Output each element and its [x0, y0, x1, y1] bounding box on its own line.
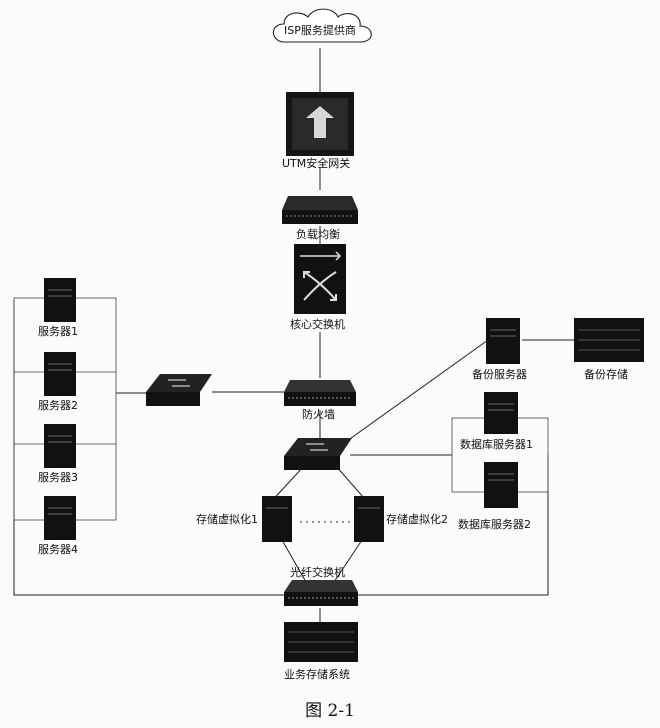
backup-storage-icon [574, 318, 644, 362]
db-server-2-icon [484, 462, 518, 508]
server-1-label: 服务器1 [38, 325, 78, 338]
fiber-switch-label: 光纤交换机 [290, 566, 345, 579]
link-dbbox-fiber [358, 455, 549, 596]
firewall-label: 防火墙 [302, 408, 335, 421]
load-balancer-icon [282, 196, 358, 224]
server-4-icon [44, 496, 76, 540]
storage-virt-2-label: 存储虚拟化2 [386, 513, 448, 526]
connection-lines [13, 48, 574, 622]
fiber-switch-icon [284, 580, 358, 606]
server-4-label: 服务器4 [38, 543, 78, 556]
figure-caption: 图 2-1 [305, 701, 355, 721]
isp-cloud-icon [272, 8, 372, 43]
backup-server-label: 备份服务器 [472, 368, 527, 381]
db-server-1-icon [484, 392, 518, 434]
business-storage-label: 业务存储系统 [284, 668, 350, 681]
core-switch-label: 核心交换机 [290, 318, 345, 331]
load-balancer-label: 负载均衡 [296, 228, 340, 241]
isp-label: ISP服务提供商 [284, 24, 356, 37]
link-virt2-fiber [333, 539, 363, 583]
central-switch-icon [284, 438, 352, 470]
db-server-1-label: 数据库服务器1 [460, 438, 533, 451]
server-1-icon [44, 278, 76, 322]
server-3-icon [44, 424, 76, 468]
utm-gateway-icon [286, 92, 354, 156]
storage-virt-1-icon [262, 496, 292, 542]
server-switch-icon [146, 374, 212, 406]
storage-virt-1-label: 存储虚拟化1 [196, 513, 258, 526]
server-2-label: 服务器2 [38, 399, 78, 412]
server-3-label: 服务器3 [38, 471, 78, 484]
core-switch-icon [294, 244, 346, 314]
db-server-2-label: 数据库服务器2 [458, 518, 531, 531]
storage-virt-2-icon [354, 496, 384, 542]
backup-storage-label: 备份存储 [584, 368, 628, 381]
utm-label: UTM安全网关 [282, 157, 351, 170]
business-storage-icon [284, 622, 358, 662]
link-virt1-fiber [281, 539, 307, 583]
server-2-icon [44, 352, 76, 396]
backup-server-icon [486, 318, 520, 364]
firewall-icon [284, 380, 356, 406]
link-switch-backupserver [339, 339, 489, 447]
